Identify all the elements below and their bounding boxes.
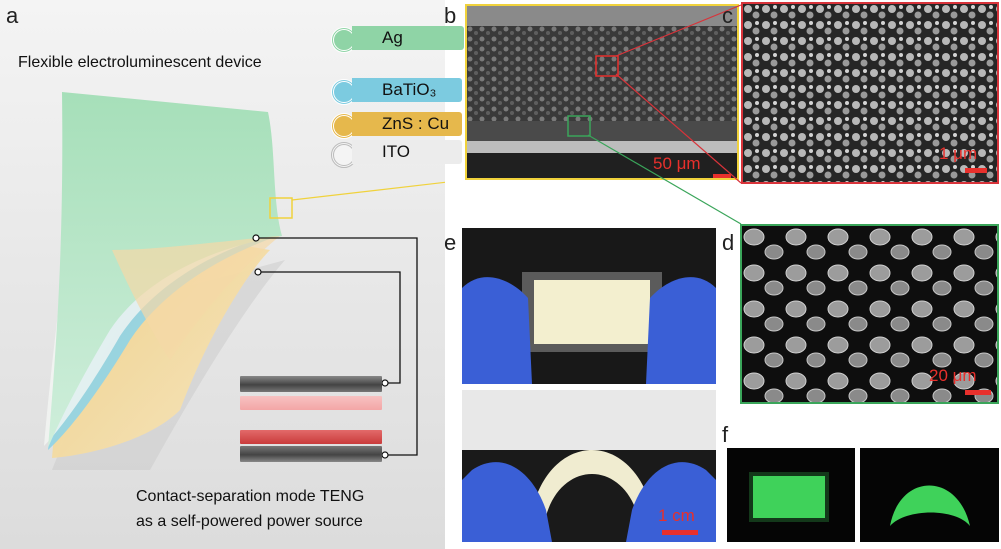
scale-bar-c xyxy=(965,168,987,173)
panel-f-flat-emission xyxy=(727,448,855,542)
scale-bar-e xyxy=(662,530,698,535)
panel-d-sem-microparticles: 20 μm xyxy=(740,224,999,404)
legend-ag: Ag xyxy=(352,26,464,50)
teng-electrode-bottom xyxy=(240,446,382,462)
device-title: Flexible electroluminescent device xyxy=(18,54,262,71)
zoom-box-yellow xyxy=(269,197,293,219)
panel-f-bent-emission xyxy=(860,448,999,542)
panel-letter-f: f xyxy=(722,422,729,447)
scale-label-e: 1 cm xyxy=(658,506,695,525)
panel-e-flat-device-photo xyxy=(462,228,716,384)
teng-caption-line2: as a self-powered power source xyxy=(136,513,363,530)
teng-electrode-top xyxy=(240,376,382,392)
teng-dielectric-top xyxy=(240,396,382,410)
panel-e-bent-device-photo: 1 cm xyxy=(462,390,716,542)
bent-emission-image xyxy=(860,448,999,542)
scale-bar-b xyxy=(713,174,731,178)
panel-letter-a: a xyxy=(6,3,19,28)
legend-ito: ITO xyxy=(352,140,462,164)
panel-letter-c: c xyxy=(722,3,733,28)
panel-letter-b: b xyxy=(444,3,457,28)
bent-device-photo-image xyxy=(462,390,716,542)
panel-letter-d: d xyxy=(722,230,735,255)
sem-nanoparticle-image xyxy=(743,4,997,182)
panel-a-schematic: a Flexible electroluminescent device xyxy=(0,0,464,549)
scale-label-c: 1 μm xyxy=(939,144,978,163)
scale-bar-d xyxy=(965,390,991,395)
sem-cross-section-image xyxy=(467,6,737,178)
layered-device-illustration xyxy=(44,92,445,470)
sem-microparticle-image xyxy=(742,226,997,402)
flat-emission-image xyxy=(727,448,855,542)
teng-caption-line1: Contact-separation mode TENG xyxy=(136,488,365,505)
panel-b-sem-cross-section: 50 μm xyxy=(465,4,739,180)
legend-batio3: BaTiO₃ xyxy=(352,78,462,102)
scale-label-b: 50 μm xyxy=(653,154,701,173)
panel-c-sem-nanoparticles: 1 μm xyxy=(741,2,999,184)
panel-letter-e: e xyxy=(444,230,457,255)
legend-zns: ZnS : Cu xyxy=(352,112,462,136)
zoom-box-green xyxy=(567,115,591,137)
teng-dielectric-bottom xyxy=(240,430,382,444)
scale-label-d: 20 μm xyxy=(929,366,977,385)
flat-device-photo-image xyxy=(462,228,716,384)
zoom-box-red xyxy=(595,55,619,77)
